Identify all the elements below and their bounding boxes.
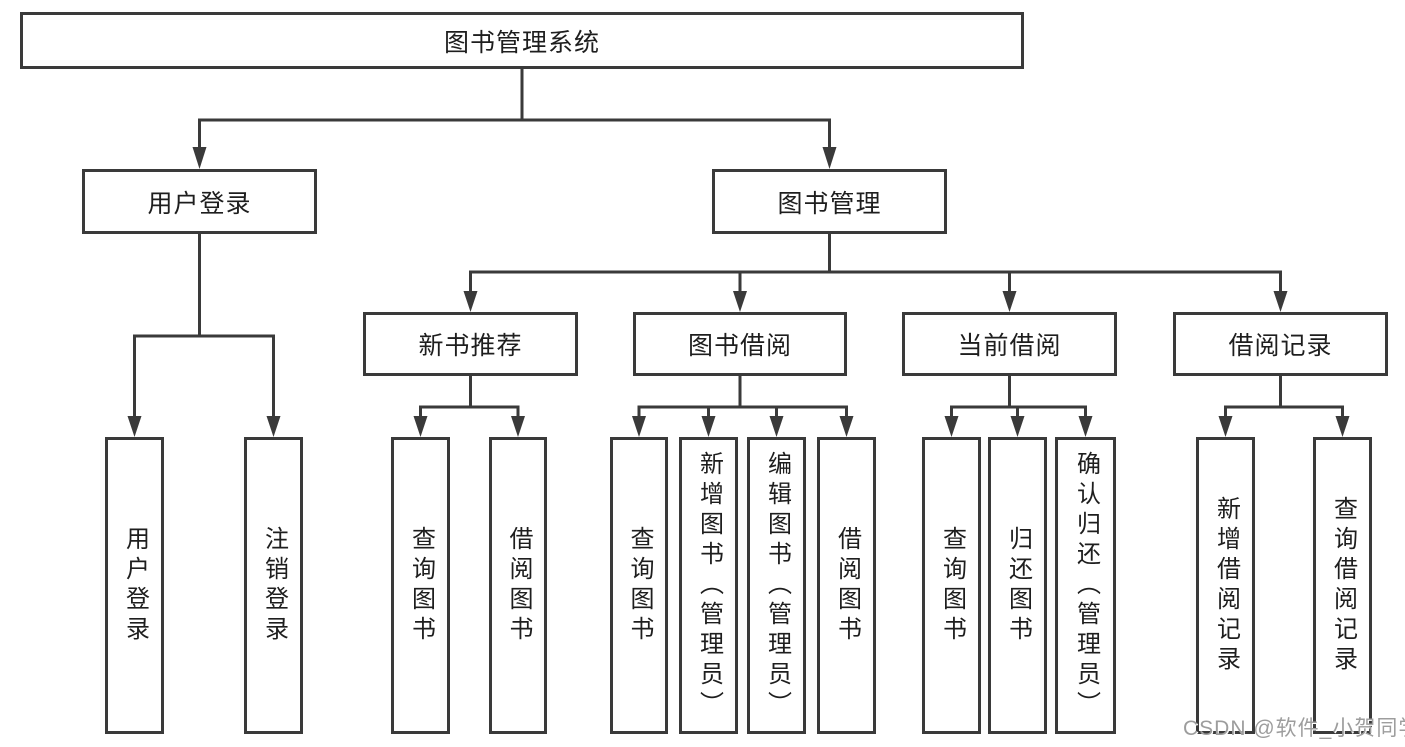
leaf-user-login: 用户登录	[105, 437, 164, 734]
node-book-management: 图书管理	[712, 169, 947, 234]
leaf-query-borrow-record: 查询借阅记录	[1313, 437, 1372, 734]
connector-new-book-children	[413, 375, 525, 437]
connector-book-borrowing-children	[632, 375, 854, 437]
leaf-query-books-borrowing: 查询图书	[610, 437, 668, 734]
node-label: 注销登录	[260, 525, 288, 646]
connector-user-login-children	[127, 233, 281, 437]
leaf-query-books-current: 查询图书	[922, 437, 981, 734]
node-label: 查询借阅记录	[1329, 495, 1357, 676]
node-label: 借阅图书	[833, 525, 861, 646]
leaf-add-book-admin: 新增图书（管理员）	[679, 437, 738, 734]
node-label: 用户登录	[121, 525, 149, 646]
leaf-borrow-books-borrowing: 借阅图书	[817, 437, 876, 734]
node-user-login: 用户登录	[82, 169, 317, 234]
node-label: 查询图书	[626, 525, 653, 646]
node-new-book-recommendation: 新书推荐	[363, 312, 578, 376]
node-label: 图书借阅	[687, 332, 792, 360]
leaf-return-books: 归还图书	[988, 437, 1047, 734]
node-label: 编辑图书（管理员）	[763, 450, 791, 721]
csdn-watermark: CSDN @软件_小贺同学	[1183, 717, 1405, 740]
node-label: 图书管理系统	[443, 28, 600, 57]
node-label: 图书管理	[777, 189, 882, 218]
node-label: 归还图书	[1004, 525, 1032, 646]
node-current-borrowing: 当前借阅	[902, 312, 1117, 376]
leaf-logout: 注销登录	[244, 437, 303, 734]
leaf-add-borrow-record: 新增借阅记录	[1196, 437, 1255, 734]
node-label: 借阅记录	[1228, 332, 1333, 360]
node-library-management-system: 图书管理系统	[20, 12, 1024, 69]
node-book-borrowing: 图书借阅	[633, 312, 847, 376]
node-label: 借阅图书	[505, 525, 532, 646]
node-label: 新增借阅记录	[1212, 495, 1240, 676]
node-label: 查询图书	[407, 525, 435, 646]
leaf-query-books-recommend: 查询图书	[391, 437, 450, 734]
connector-root-to-level2	[192, 68, 837, 169]
leaf-confirm-return-admin: 确认归还（管理员）	[1055, 437, 1116, 734]
connector-borrow-records-children	[1218, 375, 1350, 437]
node-label: 当前借阅	[957, 332, 1062, 360]
node-label: 新增图书（管理员）	[695, 450, 723, 721]
node-borrowing-records: 借阅记录	[1173, 312, 1388, 376]
leaf-edit-book-admin: 编辑图书（管理员）	[747, 437, 806, 734]
connector-book-management-children	[463, 233, 1288, 312]
node-label: 新书推荐	[418, 332, 523, 360]
connector-current-borrowing-children	[944, 375, 1093, 437]
node-label: 查询图书	[938, 525, 966, 646]
node-label: 确认归还（管理员）	[1072, 450, 1100, 721]
node-label: 用户登录	[147, 189, 252, 218]
leaf-borrow-books-recommend: 借阅图书	[489, 437, 547, 734]
